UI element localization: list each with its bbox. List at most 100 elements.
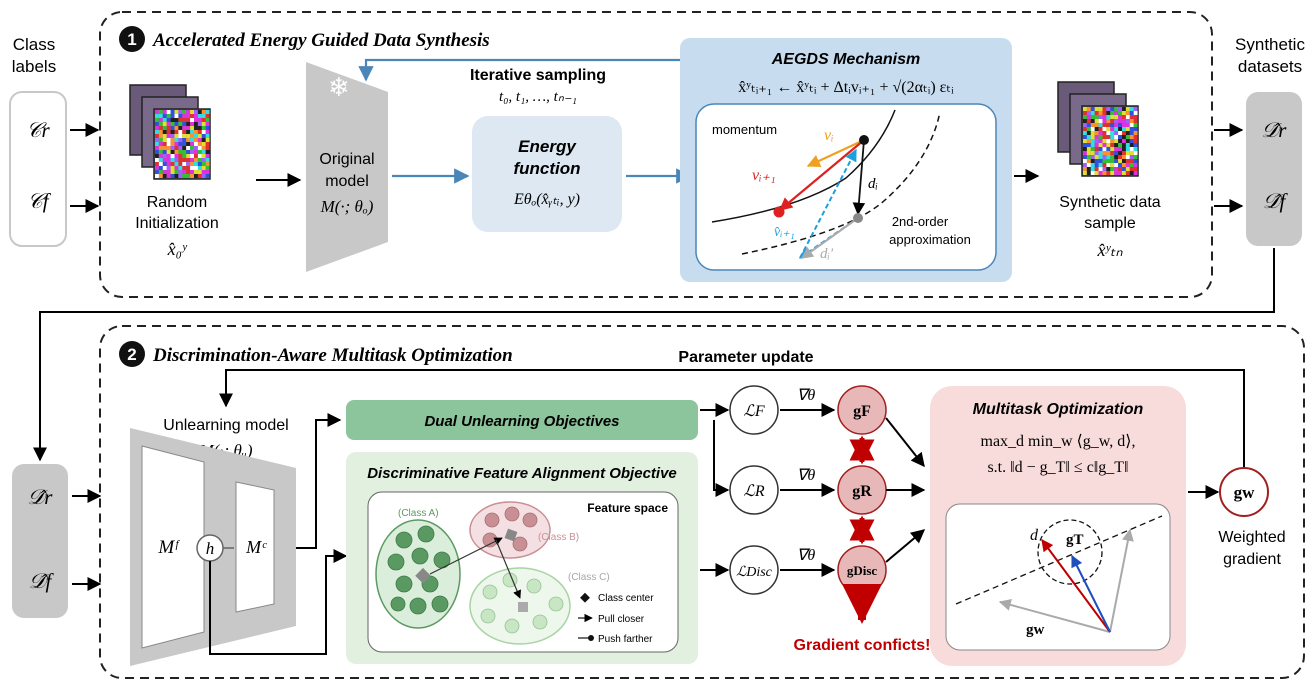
- noise-pixel: [201, 166, 206, 170]
- cluster-b-points: [482, 506, 538, 552]
- noise-pixel: [162, 146, 167, 150]
- noise-pixel: [1122, 107, 1126, 111]
- noise-pixel: [1083, 119, 1087, 123]
- noise-pixel: [170, 150, 175, 154]
- original-model-text-2: model: [325, 173, 369, 190]
- noise-pixel: [190, 170, 194, 174]
- loss-r-node: [729, 465, 779, 515]
- loss-r-label: ℒR: [743, 483, 765, 500]
- vector-diprime: [801, 217, 859, 259]
- noise-pixel: [1098, 147, 1103, 151]
- noise-pixel: [158, 134, 163, 138]
- noise-pixel: [1106, 127, 1111, 131]
- noise-pixel: [155, 114, 159, 118]
- noise-pixel: [1098, 111, 1103, 115]
- noise-pixel: [155, 118, 159, 122]
- noise-pixel: [1102, 107, 1107, 111]
- noise-pixel: [1106, 151, 1111, 155]
- feature-extractor-mf: [141, 445, 205, 649]
- noise-pixel: [197, 134, 202, 138]
- noise-pixel: [1094, 147, 1099, 151]
- dfa-title: Discriminative Feature Alignment Objecti…: [367, 465, 677, 482]
- noise-pixel: [1114, 159, 1119, 163]
- noise-pixel: [174, 158, 179, 162]
- label-di: dᵢ: [868, 176, 878, 192]
- noise-pixel: [162, 166, 167, 170]
- noise-pixel: [1102, 171, 1107, 175]
- noise-pixel: [162, 162, 167, 166]
- noise-pixel: [190, 154, 194, 158]
- noise-pixel: [155, 166, 159, 170]
- arrow-mc-to-dual: [296, 413, 342, 549]
- noise-pixel: [190, 158, 194, 162]
- noise-pixel: [1122, 111, 1126, 115]
- cluster-b-center: [504, 528, 518, 542]
- noise-pixel: [190, 126, 194, 130]
- noise-pixel: [162, 126, 167, 130]
- random-init-x0: x̂₀ʸ: [167, 239, 188, 259]
- noise-pixel: [158, 138, 163, 142]
- noise-pixel: [162, 150, 167, 154]
- noise-pixel: [1122, 151, 1126, 155]
- noise-pixel: [194, 158, 198, 162]
- parameter-update-label: Parameter update: [678, 349, 813, 366]
- noise-pixel: [158, 110, 163, 114]
- noise-pixel: [186, 150, 191, 154]
- noise-pixel: [1098, 131, 1103, 135]
- noise-pixel: [186, 154, 191, 158]
- noise-pixel: [1083, 127, 1087, 131]
- class-labels-text-2: labels: [12, 57, 56, 76]
- noise-pixel: [190, 146, 194, 150]
- random-noise-stack: [129, 84, 211, 180]
- noise-pixel: [205, 122, 210, 126]
- noise-pixel: [1098, 151, 1103, 155]
- noise-pixel: [1102, 163, 1107, 167]
- iterative-sampling-arrow: [358, 58, 680, 82]
- synthetic-noise-stack: [1057, 81, 1139, 177]
- loss-f-label: ℒF: [743, 403, 765, 420]
- noise-pixel: [166, 154, 171, 158]
- noise-pixel: [1102, 159, 1107, 163]
- noise-pixel: [1090, 111, 1095, 115]
- noise-pixel: [1110, 127, 1115, 131]
- noise-pixel: [1083, 139, 1087, 143]
- noise-pixel: [178, 154, 183, 158]
- noise-pixel: [1122, 159, 1126, 163]
- synthetic-datasets-box: [1246, 92, 1302, 246]
- noise-pixel: [1094, 127, 1099, 131]
- noise-pixel: [174, 110, 179, 114]
- noise-pixel: [1110, 143, 1115, 147]
- noise-pixel: [190, 150, 194, 154]
- noise-pixel: [166, 170, 171, 174]
- noise-pixel: [1118, 135, 1122, 139]
- noise-pixel: [1114, 107, 1119, 111]
- gradient-r-label: gR: [852, 483, 872, 500]
- noise-pixel: [1086, 171, 1091, 175]
- noise-pixel: [182, 134, 187, 138]
- noise-pixel: [194, 114, 198, 118]
- noise-pixel: [1118, 155, 1122, 159]
- noise-pixel: [197, 110, 202, 114]
- synthetic-dataset-forget: 𝒟̂f: [1263, 189, 1289, 213]
- noise-pixel: [197, 158, 202, 162]
- noise-pixel: [194, 162, 198, 166]
- noise-pixel: [1125, 111, 1130, 115]
- noise-pixel: [197, 166, 202, 170]
- noise-pixel: [1122, 171, 1126, 175]
- noise-pixel: [190, 138, 194, 142]
- noise-pixel: [166, 110, 171, 114]
- noise-pixel: [182, 174, 187, 178]
- noise-pixel: [155, 142, 159, 146]
- noise-pixel: [1129, 135, 1134, 139]
- weighted-gradient-text-2: gradient: [1223, 551, 1281, 568]
- noise-pixel: [158, 174, 163, 178]
- noise-pixel: [178, 130, 183, 134]
- noise-pixel: [190, 122, 194, 126]
- noise-pixel: [1086, 143, 1091, 147]
- noise-pixel: [194, 126, 198, 130]
- noise-pixel: [170, 110, 175, 114]
- arrow-h-to-dfa: [209, 549, 348, 655]
- stage2-title: Discrimination-Aware Multitask Optimizat…: [152, 345, 513, 366]
- noise-pixel: [1125, 159, 1130, 163]
- noise-pixel: [1083, 135, 1087, 139]
